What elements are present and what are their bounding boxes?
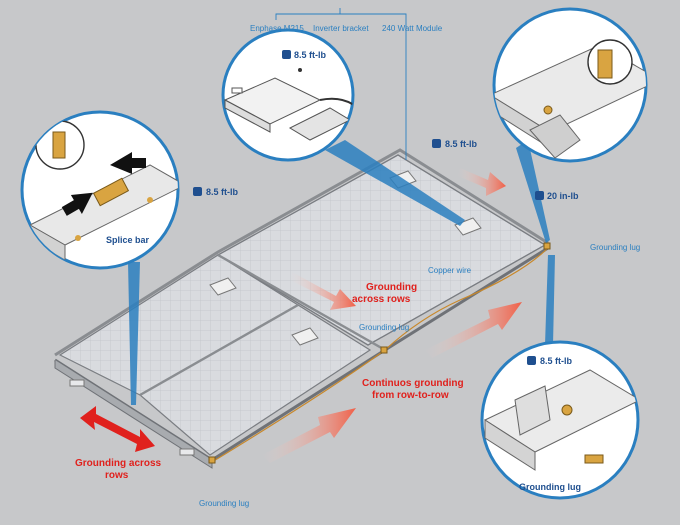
arrow-inverter-top <box>458 168 506 196</box>
callout-splice <box>20 110 180 270</box>
torque-clip: 20 in-lb <box>535 191 579 201</box>
arrow-continuous-1 <box>425 302 522 358</box>
torque-wrench-icon <box>193 187 202 196</box>
torque-wrench-icon <box>527 356 536 365</box>
callout-clip <box>492 7 648 163</box>
torque-lug: 8.5 ft-lb <box>527 356 573 366</box>
label-grounding-lug-top: Grounding lug <box>590 243 640 252</box>
svg-text:8.5 ft-lb: 8.5 ft-lb <box>445 139 478 149</box>
torque-wrench-icon <box>535 191 544 200</box>
svg-text:8.5 ft-lb: 8.5 ft-lb <box>206 187 239 197</box>
arrow-continuous-2 <box>262 408 356 463</box>
callout-inverter <box>221 28 355 162</box>
torque-splice: 8.5 ft-lb <box>193 187 239 197</box>
label-inverter-bracket: Inverter bracket <box>313 24 369 33</box>
label-grounding-lug-mid: Grounding lug <box>359 323 409 332</box>
label-grounding-lug-bottom: Grounding lug <box>199 499 249 508</box>
label-enphase: Enphase M215 <box>250 24 304 33</box>
label-continuous-2: from row-to-row <box>372 390 449 401</box>
svg-text:8.5 ft-lb: 8.5 ft-lb <box>294 50 327 60</box>
label-splice-bar: Splice bar <box>106 235 150 245</box>
copper-wire <box>211 247 549 463</box>
label-grounding-across-rows-mid-2: across rows <box>352 294 411 305</box>
solar-array <box>54 148 551 469</box>
torque-inverter: 8.5 ft-lb <box>282 50 327 60</box>
label-grounding-across-rows-mid-1: Grounding <box>366 282 417 293</box>
label-module: 240 Watt Module <box>382 24 443 33</box>
arrow-grounding-across-rows-mid <box>290 272 356 310</box>
label-grounding-lug-callout: Grounding lug <box>519 482 581 492</box>
label-grounding-across-rows-left-1: Grounding across <box>75 458 162 469</box>
svg-text:8.5 ft-lb: 8.5 ft-lb <box>540 356 573 366</box>
label-continuous-1: Continuos grounding <box>362 378 464 389</box>
torque-wrench-icon <box>432 139 441 148</box>
svg-text:20 in-lb: 20 in-lb <box>547 191 579 201</box>
arrow-grounding-across-rows-left <box>80 406 155 452</box>
torque-top-right: 8.5 ft-lb <box>432 139 478 149</box>
callout-grounding-lug <box>480 340 640 500</box>
torque-wrench-icon <box>282 50 291 59</box>
label-grounding-across-rows-left-2: rows <box>105 470 129 481</box>
label-copper-wire: Copper wire <box>428 266 472 275</box>
